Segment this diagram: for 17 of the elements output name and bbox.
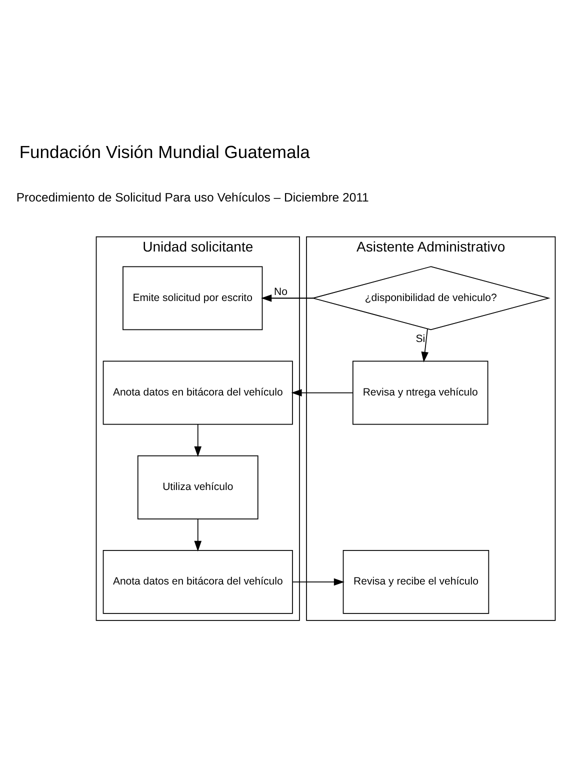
node-box: Anota datos en bitácora del vehículo — [102, 549, 293, 614]
node-box: Emite solicitud por escrito — [122, 266, 263, 330]
arrow — [421, 328, 429, 362]
arrow — [292, 578, 344, 586]
node-box: Revisa y ntrega vehículo — [352, 360, 488, 424]
arrow — [291, 388, 354, 396]
arrow — [261, 294, 314, 302]
arrow — [194, 423, 202, 456]
edge-label: Si — [416, 332, 426, 344]
edge-label: No — [274, 286, 288, 298]
arrow — [194, 518, 202, 551]
node-diamond: ¿disponibilidad de vehiculo? — [311, 266, 550, 330]
node-box: Anota datos en bitácora del vehículo — [102, 360, 293, 424]
diagram-title: Fundación Visión Mundial Guatemala — [19, 142, 310, 162]
node-box: Utiliza vehículo — [137, 454, 258, 519]
node-box: Revisa y recibe el vehículo — [342, 549, 490, 614]
label: Procedimiento de Solicitud Para uso Vehículos – Diciembre 2011 — [16, 190, 369, 204]
